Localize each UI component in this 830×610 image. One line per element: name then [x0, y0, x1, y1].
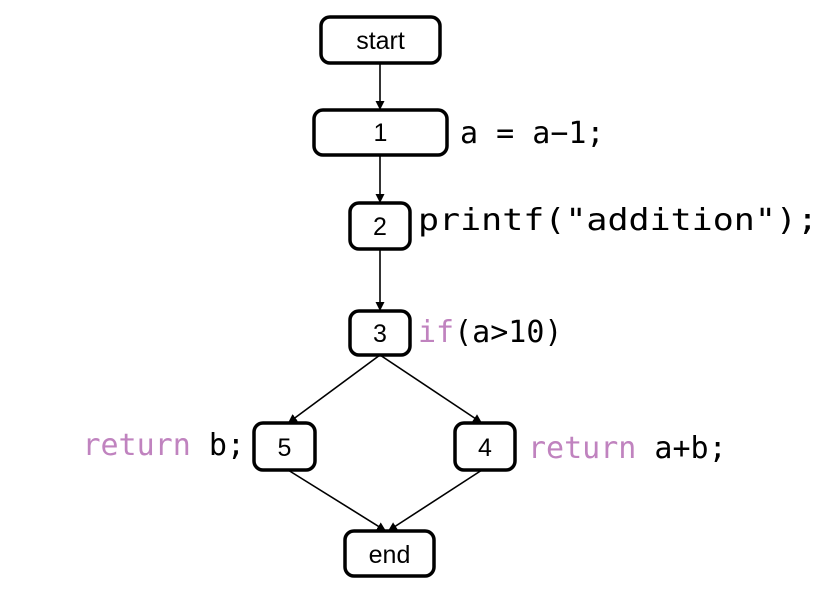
edge-5-to-end: [287, 469, 387, 532]
node-5-label: 5: [278, 434, 292, 462]
edge-4-to-end: [387, 469, 483, 532]
node-3-label: 3: [373, 320, 387, 348]
code-line-5: return b;: [82, 428, 245, 463]
code-line-4-rest: a+b;: [636, 431, 726, 466]
code-line-4: return a+b;: [528, 431, 727, 466]
node-1-label: 1: [374, 119, 388, 147]
code-line-2: printf("addition");: [418, 203, 818, 238]
node-3: 3: [348, 309, 412, 357]
node-5: 5: [252, 421, 317, 472]
node-start-label: start: [356, 27, 405, 55]
code-line-3-keyword: if: [418, 315, 454, 350]
edge-3-to-5: [287, 354, 381, 424]
code-line-3: if(a>10): [418, 315, 563, 350]
code-line-4-keyword: return: [528, 431, 636, 466]
node-1: 1: [312, 108, 449, 157]
code-line-5-keyword: return: [82, 428, 190, 463]
node-start: start: [319, 15, 442, 65]
code-line-1: a = a−1;: [460, 116, 605, 151]
node-end-label: end: [369, 541, 411, 569]
code-line-5-rest: b;: [191, 428, 245, 463]
node-2: 2: [348, 201, 412, 251]
edge-3-to-4: [379, 354, 483, 424]
node-end: end: [343, 529, 436, 578]
node-4: 4: [453, 421, 517, 472]
node-2-label: 2: [373, 213, 387, 241]
code-line-3-rest: (a>10): [454, 315, 562, 350]
node-4-label: 4: [478, 434, 492, 462]
